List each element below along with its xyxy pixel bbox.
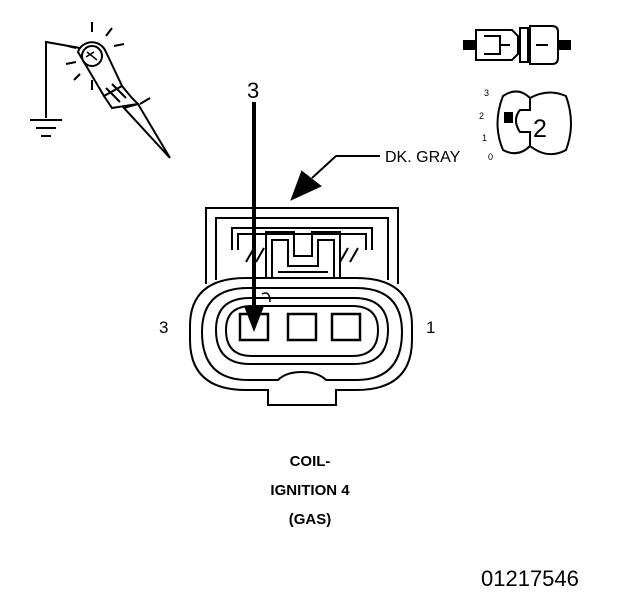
probe-arrow-label: 3 xyxy=(247,78,260,103)
wire-color-label: DK. GRAY xyxy=(385,149,461,166)
caption-line-3: (GAS) xyxy=(288,511,332,528)
selector-scale-3: 3 xyxy=(484,88,490,98)
caption-line-1: COIL- xyxy=(289,453,331,470)
connector-face xyxy=(189,207,413,406)
figure-caption: COIL- IGNITION 4 (GAS) xyxy=(205,447,415,534)
selector-knob-icon xyxy=(496,90,572,156)
pin-right-label: 1 xyxy=(426,318,436,337)
caption-line-2: IGNITION 4 xyxy=(270,482,350,499)
pin-left-label: 3 xyxy=(159,318,169,337)
figure-number: 01217546 xyxy=(481,566,579,591)
selector-scale-0: 0 xyxy=(488,152,494,162)
connector-icon xyxy=(463,25,571,65)
test-light-icon xyxy=(30,22,171,159)
selector-scale-2: 2 xyxy=(479,111,485,121)
probe-arrow xyxy=(244,102,264,332)
selector-scale-1: 1 xyxy=(482,133,488,143)
selector-value: 2 xyxy=(533,115,547,143)
wire-leader-arrow xyxy=(290,155,380,201)
